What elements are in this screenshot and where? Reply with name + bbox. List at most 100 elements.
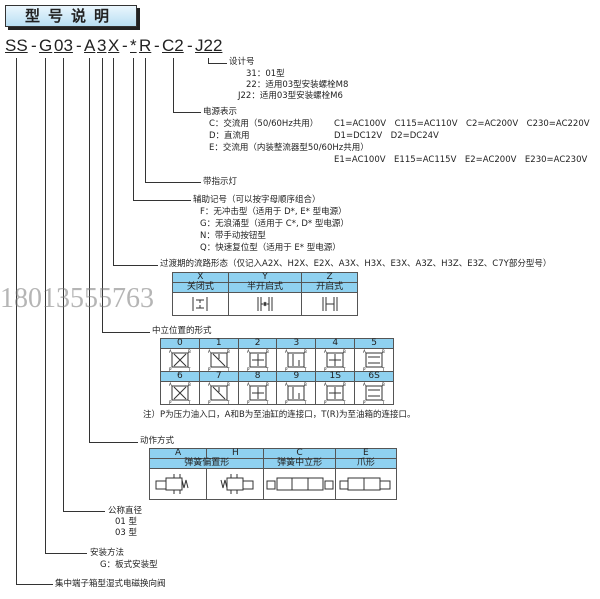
svg-text:P: P: [247, 367, 250, 371]
svg-text:P: P: [324, 400, 327, 404]
svg-text:A: A: [208, 382, 211, 387]
aux-label: 辅助记号（可以按字母顺序组合）: [193, 195, 321, 205]
code-dash: -: [122, 36, 128, 55]
svg-text:T: T: [381, 400, 385, 404]
closed-symbol-icon: [172, 292, 229, 316]
neutral-type-4: 4: [315, 338, 356, 349]
neutral-label: 中立位置的形式: [152, 326, 212, 336]
aux-item: F：无冲击型（适用于 D*, E* 型电源）: [200, 207, 347, 217]
col-key: H: [206, 448, 265, 459]
svg-text:B: B: [343, 382, 346, 387]
type-label: 弹簧中立形: [263, 458, 336, 469]
neutral-type-0: 0: [160, 338, 200, 349]
watermark: 18013555763: [0, 283, 154, 314]
svg-text:B: B: [382, 349, 385, 354]
power-item: D：直流用: [209, 131, 250, 141]
ports-note: 注）P为压力油入口，A和B为至油缸的连接口，T(R)为至油箱的连接口。: [143, 410, 416, 420]
transition-label: 过渡期的流路形态（仅记入A2X、H2X、E2X、A3X、H3X、E3X、A3Z、…: [160, 259, 552, 269]
code-dash: -: [31, 36, 37, 55]
svg-text:A: A: [169, 349, 172, 354]
col-key: C: [263, 448, 336, 459]
type-label: 爪形: [334, 458, 398, 469]
code-ss: SS: [5, 36, 28, 55]
svg-text:T: T: [342, 400, 346, 404]
svg-text:B: B: [188, 349, 191, 354]
col-label: 关闭式: [172, 282, 229, 293]
svg-text:A: A: [208, 349, 211, 354]
svg-text:P: P: [285, 367, 288, 371]
svg-text:B: B: [188, 382, 191, 387]
svg-text:T: T: [303, 367, 307, 371]
code-3: 3: [97, 36, 107, 55]
neutral-type-6: 6: [160, 371, 200, 382]
svg-text:T: T: [342, 367, 346, 371]
power-values: C1=AC100V C115=AC110V C2=AC200V C230=AC2…: [334, 119, 590, 129]
svg-text:B: B: [304, 382, 307, 387]
size-item: 01 型: [115, 517, 138, 527]
col-label: 开启式: [301, 282, 358, 293]
spring-offset-a-symbol-icon: [148, 468, 208, 500]
svg-text:T: T: [187, 400, 191, 404]
lamp-label: 带指示灯: [203, 177, 238, 187]
svg-text:T: T: [265, 367, 269, 371]
mount-label: 安装方法: [90, 548, 125, 558]
col-label: 半开启式: [227, 282, 303, 293]
code-star: *: [130, 36, 137, 55]
mount-item: G：板式安装型: [100, 560, 158, 570]
col-key: A: [148, 448, 208, 459]
code-g: G: [39, 36, 53, 55]
col-key: Y: [227, 272, 303, 283]
svg-text:A: A: [285, 349, 288, 354]
svg-text:P: P: [208, 400, 211, 404]
svg-text:B: B: [266, 382, 269, 387]
svg-text:A: A: [324, 382, 327, 387]
neutral-type-3: 3: [276, 338, 317, 349]
svg-text:P: P: [247, 400, 250, 404]
power-item: C：交流用（50/60Hz共用）: [209, 119, 319, 129]
open-symbol-icon: [301, 292, 358, 316]
svg-text:P: P: [363, 400, 366, 404]
svg-text:P: P: [208, 367, 211, 371]
series-label: 集中端子箱型湿式电磁换向阀: [55, 579, 166, 589]
size-label: 公称直径: [108, 506, 143, 516]
svg-text:P: P: [169, 367, 172, 371]
aux-item: N：带手动按钮型: [200, 231, 266, 241]
svg-text:A: A: [324, 349, 327, 354]
col-key: E: [334, 448, 398, 459]
detent-symbol-icon: [334, 468, 398, 500]
power-values: E1=AC100V E115=AC115V E2=AC200V E230=AC2…: [334, 155, 588, 165]
page-title: 型号说明: [5, 5, 137, 27]
svg-text:B: B: [382, 382, 385, 387]
neutral-type-5: 5: [354, 338, 394, 349]
svg-text:T: T: [265, 400, 269, 404]
neutral-type-1S: 1S: [315, 371, 356, 382]
svg-text:T: T: [226, 367, 230, 371]
svg-text:B: B: [227, 382, 230, 387]
design-number-label: 设计号: [229, 57, 255, 67]
neutral-type-2: 2: [237, 338, 278, 349]
neutral-type-6S: 6S: [354, 371, 394, 382]
svg-text:A: A: [285, 382, 288, 387]
size-item: 03 型: [115, 528, 138, 538]
spring-offset-h-symbol-icon: [206, 468, 265, 500]
svg-text:A: A: [363, 349, 366, 354]
code-dash: -: [187, 36, 193, 55]
design-item: 22：适用03型安装螺栓M8: [246, 80, 349, 90]
code-dash: -: [154, 36, 160, 55]
aux-item: G：无浪涌型（适用于 C*, D* 型电源）: [200, 219, 349, 229]
